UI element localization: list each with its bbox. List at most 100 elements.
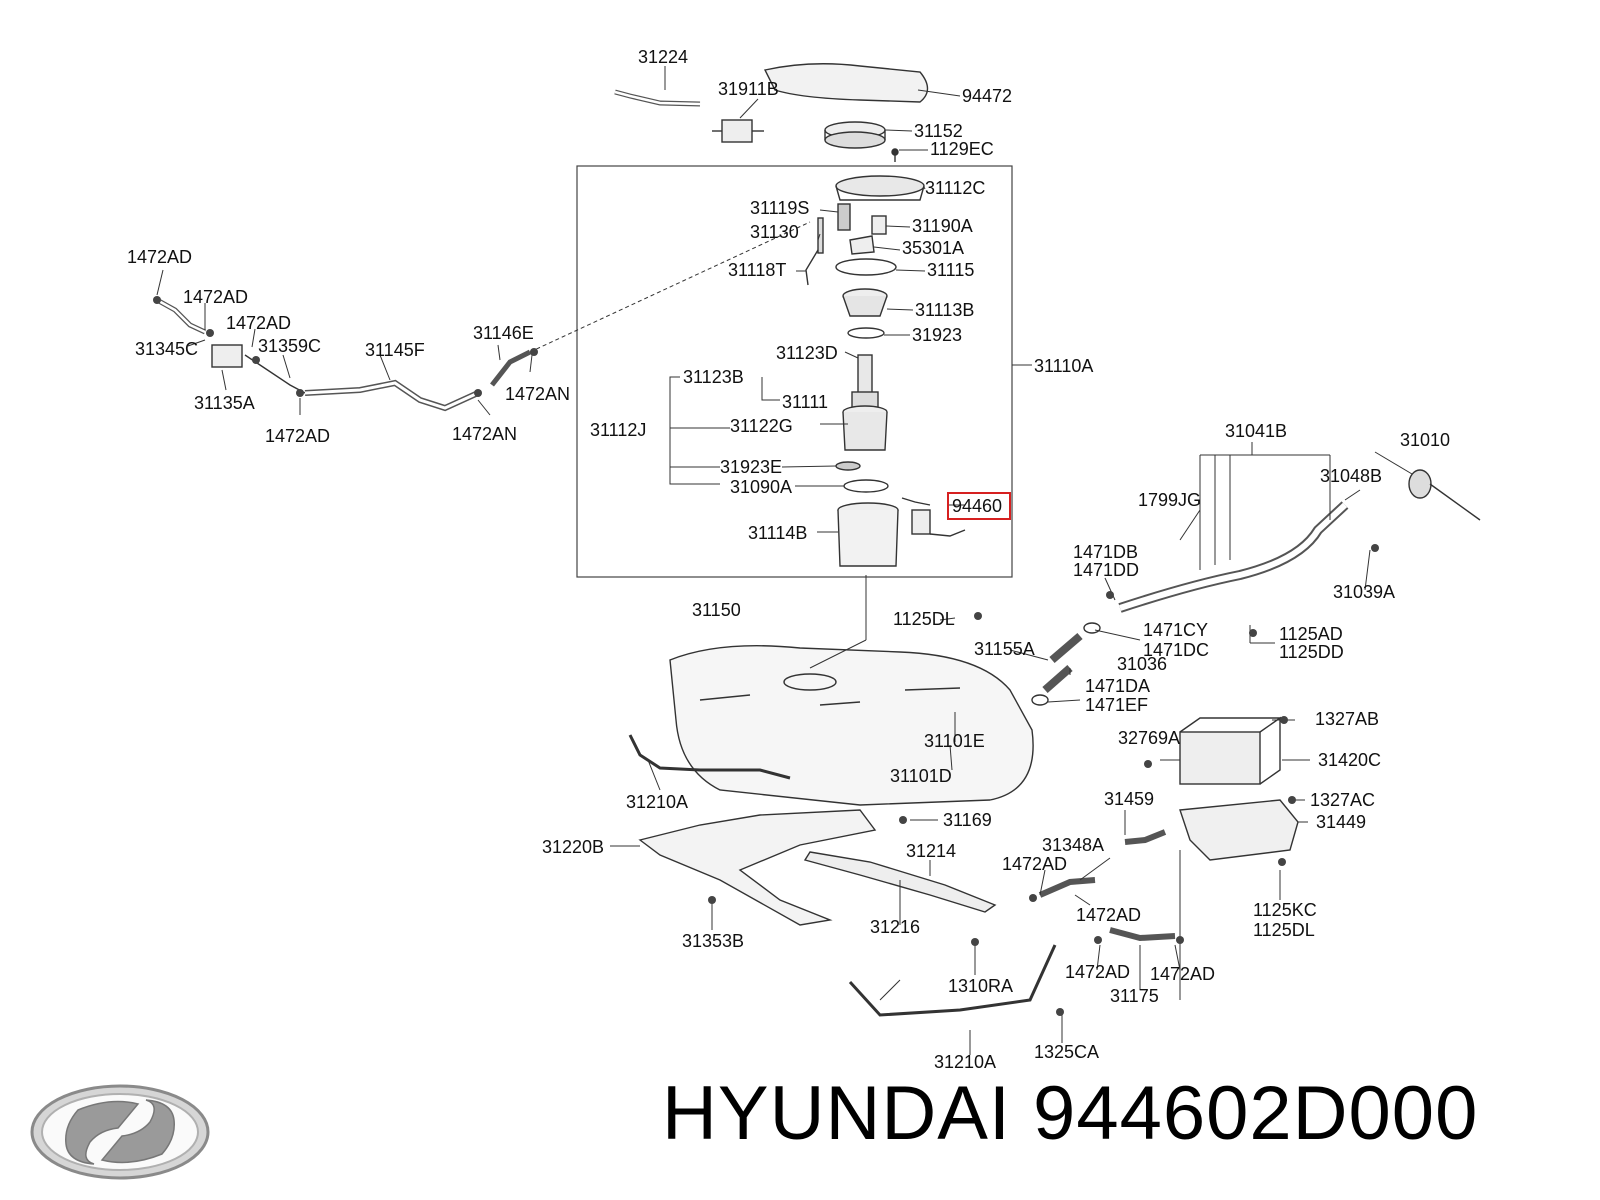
- part-label: 1125KC: [1253, 900, 1317, 920]
- part-label: 31224: [638, 47, 688, 67]
- part-label: 31036: [1117, 654, 1167, 674]
- part-label: 31923E: [720, 457, 782, 477]
- part-number: 944602D000: [1033, 1071, 1479, 1156]
- part-label: 31112J: [590, 420, 646, 440]
- part-label: 31150: [692, 600, 741, 620]
- part-label: 1472AN: [452, 424, 517, 444]
- spring-31119S: [837, 203, 851, 231]
- pump-module-box: [576, 165, 1013, 578]
- clamp-1471DA: [1031, 694, 1049, 706]
- valve-31135A: [211, 344, 243, 368]
- part-label: 1472AD: [226, 313, 291, 333]
- part-label: 1472AD: [127, 247, 192, 267]
- part-label: 1327AC: [1310, 790, 1375, 810]
- part-label: 31348A: [1042, 835, 1104, 855]
- vapor-hose-31345C: [155, 297, 207, 335]
- part-label: 31210A: [934, 1052, 996, 1072]
- lock-ring-31152: [824, 121, 886, 149]
- part-label: 1471DA: [1085, 676, 1150, 696]
- part-label: 31911B: [718, 79, 779, 99]
- part-label: 31101E: [924, 731, 985, 751]
- fuel-filter-31911B: [712, 119, 764, 143]
- part-label: 1471DC: [1143, 640, 1209, 660]
- part-label: 1472AN: [505, 384, 570, 404]
- part-label: 1472AD: [1002, 854, 1067, 874]
- pipe-31130: [817, 217, 824, 254]
- part-label: 31359C: [258, 336, 321, 356]
- part-label: 31923: [912, 325, 962, 345]
- part-label: 1472AD: [183, 287, 248, 307]
- part-label: 31110A: [1034, 356, 1093, 376]
- part-label: 31220B: [542, 837, 604, 857]
- part-label: 31135A: [194, 393, 255, 413]
- part-label: 31115: [927, 260, 974, 280]
- part-label: 31090A: [730, 477, 792, 497]
- sender-unit-94460: [901, 497, 966, 537]
- screw-1129EC: [891, 148, 899, 162]
- fuel-tank-31150: [669, 645, 1034, 806]
- part-label: 1472AD: [1150, 964, 1215, 984]
- part-label: 31130: [750, 222, 799, 242]
- part-label: 32769A: [1118, 728, 1180, 748]
- bracket-31449: [1179, 799, 1299, 861]
- filter-31923E: [835, 461, 861, 471]
- part-label: 31152: [914, 121, 963, 141]
- leader-hose-to-pump: [529, 221, 811, 353]
- part-label: 31353B: [682, 931, 744, 951]
- filler-neck-31041B: [1118, 501, 1349, 613]
- hose-31146E: [490, 349, 532, 387]
- hose-31459: [1124, 829, 1167, 845]
- part-label: 31145F: [365, 340, 425, 360]
- part-label: 31449: [1316, 812, 1366, 832]
- part-label: 1471EF: [1085, 695, 1148, 715]
- part-label: 31214: [906, 841, 956, 861]
- strainer-31090A: [843, 479, 889, 493]
- part-label: 31155A: [974, 639, 1035, 659]
- hose-31348A: [1038, 877, 1096, 898]
- brand-name: HYUNDAI: [662, 1071, 1012, 1156]
- part-label: 35301A: [902, 238, 964, 258]
- part-label: 94472: [962, 86, 1012, 106]
- part-label: 1471DD: [1073, 560, 1139, 580]
- part-label: 1325CA: [1034, 1042, 1099, 1062]
- pump-body-31122G: [842, 405, 888, 451]
- sender-31190A: [871, 215, 887, 235]
- fasteners: [153, 296, 1379, 1016]
- part-label: 31123D: [776, 343, 838, 363]
- part-label: 31111: [782, 392, 828, 412]
- fuel-cap-31010: [1408, 469, 1481, 521]
- connector-35301A: [849, 235, 875, 255]
- part-label: 31210A: [626, 792, 688, 812]
- part-label: 31010: [1400, 430, 1450, 450]
- gasket-31115: [835, 258, 897, 276]
- hose-31036: [1042, 664, 1073, 694]
- cup-31113B: [842, 288, 888, 317]
- fuel-line-31224: [614, 89, 701, 107]
- reservoir-31114B: [837, 502, 899, 567]
- part-label: 1125DL: [1253, 920, 1315, 940]
- part-label: 31114B: [748, 523, 807, 543]
- part-label: 1327AB: [1315, 709, 1379, 729]
- oring-31923: [847, 327, 885, 339]
- hose-31175: [1109, 927, 1176, 942]
- part-label: 31175: [1110, 986, 1159, 1006]
- part-label: 31122G: [730, 416, 793, 436]
- part-label: 1471CY: [1143, 620, 1208, 640]
- part-label: 1472AD: [265, 426, 330, 446]
- part-label: 31146E: [473, 323, 534, 343]
- part-label: 1125DD: [1279, 642, 1344, 662]
- part-label: 31216: [870, 917, 920, 937]
- part-label: 31113B: [915, 300, 974, 320]
- fuel-pipe-31145F: [304, 379, 480, 412]
- part-label: 31048B: [1320, 466, 1382, 486]
- part-label: 1471DB: [1073, 542, 1138, 562]
- flange-31112C: [835, 175, 925, 201]
- part-label: 31039A: [1333, 582, 1395, 602]
- part-label: 31190A: [912, 216, 973, 236]
- tube-31118T: [805, 249, 819, 286]
- part-label: 31345C: [135, 339, 198, 359]
- part-label: 1125DL: [893, 609, 955, 629]
- part-label: 31123B: [683, 367, 744, 387]
- fuel-pump-31111: [851, 354, 879, 409]
- strap-31210A-left: [628, 734, 791, 780]
